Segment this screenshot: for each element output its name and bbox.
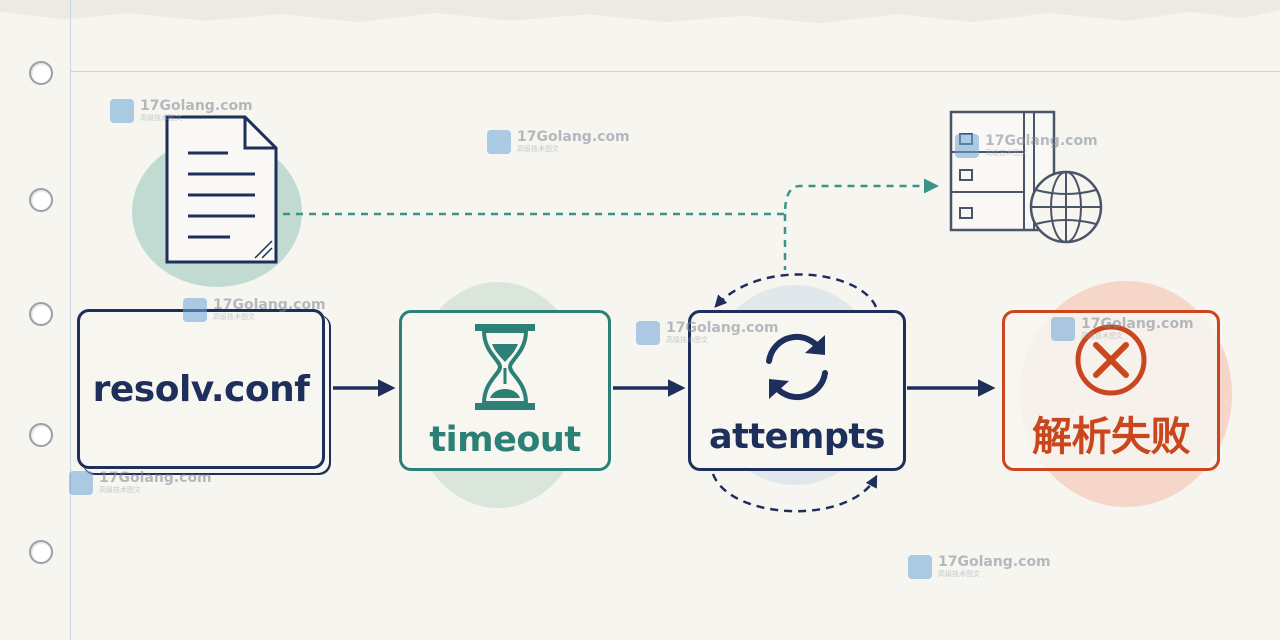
resolution-failed-label: 解析失败 (1032, 413, 1191, 460)
resolution-failed-node: 解析失败 (1002, 310, 1220, 471)
margin-line (70, 0, 71, 640)
binder-hole (29, 423, 53, 447)
binder-hole (29, 302, 53, 326)
attempts-node: attempts (688, 310, 906, 471)
header-line (70, 71, 1280, 72)
binder-hole (29, 61, 53, 85)
watermark-logo-icon (955, 134, 979, 158)
watermark-logo-icon (110, 99, 134, 123)
watermark-logo-icon (1051, 317, 1075, 341)
watermark-logo-icon (487, 130, 511, 154)
retry-arc-top (714, 273, 878, 308)
binder-hole (29, 540, 53, 564)
refresh-icon (766, 333, 828, 400)
timeout-label: timeout (429, 419, 581, 460)
retry-arc-bottom (711, 473, 878, 513)
watermark-logo-icon (908, 555, 932, 579)
watermark-logo-icon (636, 321, 660, 345)
error-x-icon (1075, 324, 1147, 395)
attempts-label: attempts (709, 416, 885, 457)
resolv-conf-label: resolv.conf (92, 368, 310, 410)
watermark-logo-icon (183, 298, 207, 322)
resolv-conf-node: resolv.conf (77, 309, 325, 469)
hourglass-icon (475, 323, 535, 410)
binder-hole (29, 188, 53, 212)
globe-icon (1029, 170, 1103, 244)
timeout-node: timeout (399, 310, 611, 471)
document-icon (165, 115, 278, 264)
torn-edge (0, 0, 1280, 24)
dashed-link (283, 178, 939, 216)
watermark-logo-icon (69, 471, 93, 495)
